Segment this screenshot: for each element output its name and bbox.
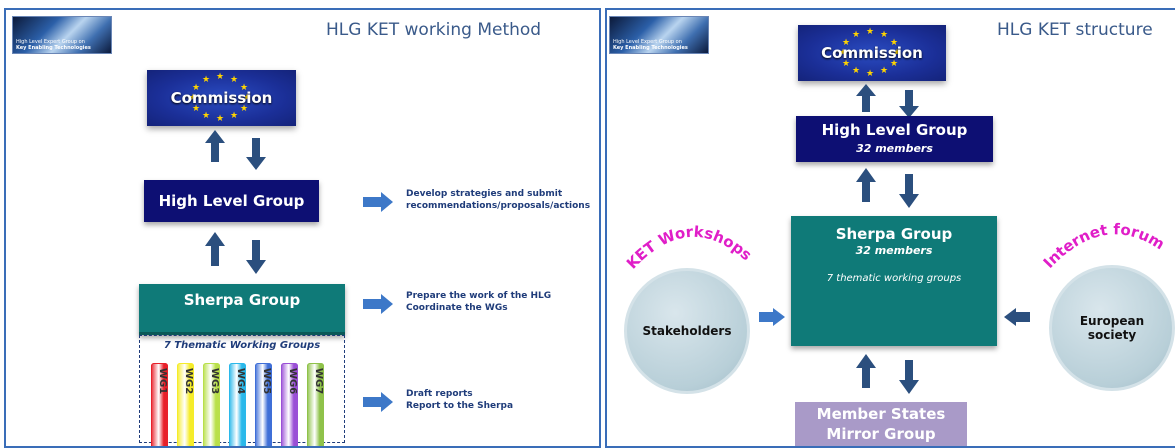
up-arrow-icon: [205, 130, 225, 162]
working-group-label: WG3: [209, 368, 220, 395]
working-group-label: WG1: [157, 368, 168, 395]
panel-title: HLG KET working Method: [326, 20, 542, 40]
working-group-bar: WG2: [177, 363, 194, 446]
up-arrow-icon: [205, 232, 225, 266]
working-groups-note: Draft reports Report to the Sherpa: [406, 389, 514, 411]
ket-workshops-arc-label: KET Workshops: [615, 215, 765, 275]
working-group-label: WG2: [183, 368, 194, 395]
down-arrow-icon: [899, 360, 919, 394]
down-arrow-icon: [246, 138, 266, 170]
high-level-group-box: High Level Group 32 members: [796, 116, 993, 162]
high-level-group-box: High Level Group: [144, 180, 319, 222]
working-group-bar: WG6: [281, 363, 298, 446]
right-arrow-icon: [363, 294, 393, 314]
up-arrow-icon: [856, 354, 876, 388]
hlg-ket-logo: High Level Expert Group on Key Enabling …: [12, 16, 112, 54]
commission-box: ★★★ ★★★ ★★★ ★★★ Commission: [147, 70, 296, 126]
right-arrow-icon: [363, 192, 393, 212]
down-arrow-icon: [246, 240, 266, 274]
svg-text:Internet forum: Internet forum: [1040, 220, 1168, 271]
working-group-label: WG6: [287, 368, 298, 395]
working-group-bar: WG1: [151, 363, 168, 446]
working-group-bar: WG5: [255, 363, 272, 446]
commission-box: ★★★ ★★★ ★★★ ★★★ Commission: [798, 25, 946, 81]
right-arrow-icon: [759, 308, 785, 326]
internet-forum-arc-label: Internet forum: [1035, 210, 1175, 271]
working-group-label: WG5: [261, 368, 272, 395]
thematic-working-groups-title: 7 Thematic Working Groups: [163, 340, 321, 351]
down-arrow-icon: [899, 90, 919, 118]
hlg-note: Develop strategies and submit recommenda…: [406, 189, 591, 211]
working-group-bar: WG7: [307, 363, 324, 446]
right-arrow-icon: [363, 392, 393, 412]
working-group-label: WG4: [235, 368, 246, 395]
hlg-ket-logo: High Level Expert Group on Key Enabling …: [609, 16, 709, 54]
left-arrow-icon: [1004, 308, 1030, 326]
eu-stars-icon: ★★★ ★★★ ★★★ ★★★: [839, 27, 902, 79]
structure-panel: High Level Expert Group on Key Enabling …: [605, 8, 1175, 448]
working-group-label: WG7: [313, 368, 324, 395]
down-arrow-icon: [899, 174, 919, 208]
up-arrow-icon: [856, 84, 876, 112]
working-group-bar: WG3: [203, 363, 220, 446]
member-states-mirror-group-box: Member States Mirror Group: [795, 402, 967, 446]
stakeholders-circle: Stakeholders: [624, 268, 750, 394]
panel-title: HLG KET structure: [997, 20, 1153, 40]
svg-text:KET Workshops: KET Workshops: [623, 223, 755, 273]
sherpa-note: Prepare the work of the HLG Coordinate t…: [406, 291, 552, 313]
up-arrow-icon: [856, 168, 876, 202]
thematic-working-groups-box: 7 Thematic Working Groups WG1 WG2 WG3 WG4 WG…: [139, 335, 345, 446]
sherpa-group-box: Sherpa Group 32 members 7 thematic worki…: [791, 216, 997, 346]
working-method-panel: High Level Expert Group on Key Enabling …: [4, 8, 601, 448]
sherpa-group-box: Sherpa Group: [139, 284, 345, 335]
commission-label: Commission: [821, 44, 923, 62]
working-group-bar: WG4: [229, 363, 246, 446]
commission-label: Commission: [170, 89, 273, 107]
eu-stars-icon: ★★★ ★★★ ★★★ ★★★: [189, 72, 252, 124]
